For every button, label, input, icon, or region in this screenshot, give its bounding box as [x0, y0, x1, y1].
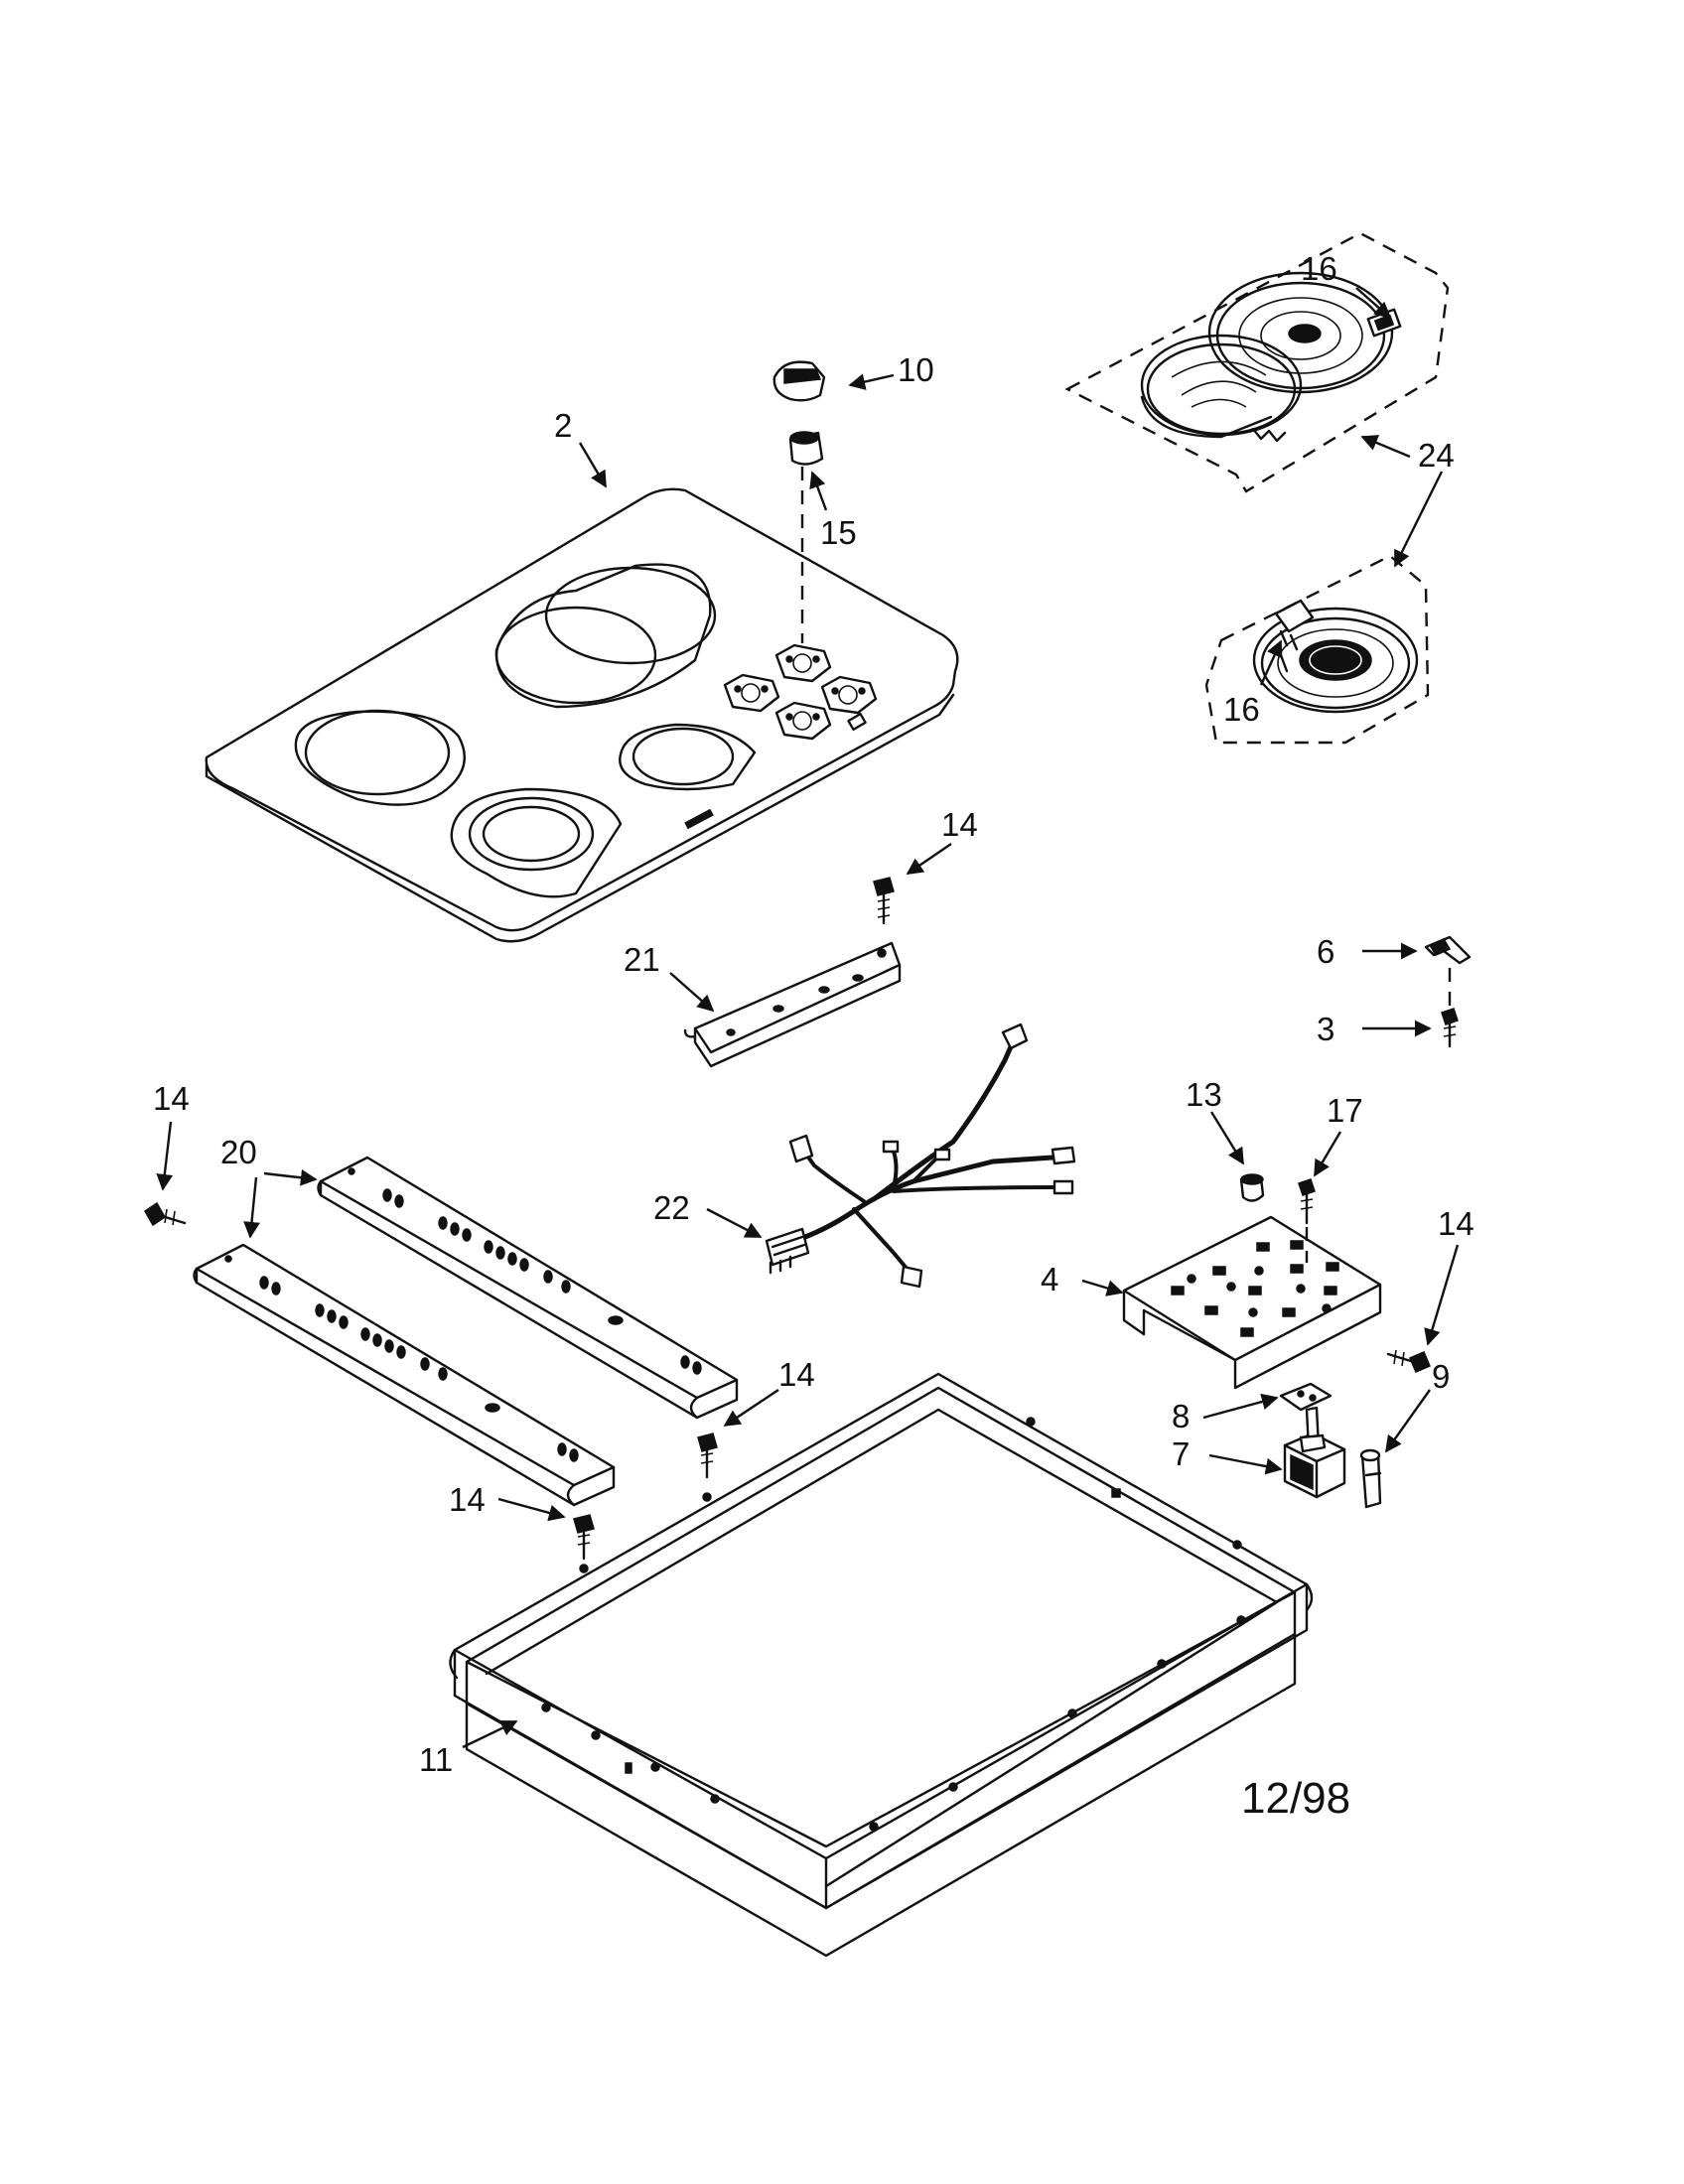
screw-14-frame-left[interactable] [573, 1514, 595, 1561]
callout-24: 24 [1418, 437, 1455, 474]
knob-hole-left [723, 673, 780, 713]
callout-22: 22 [653, 1189, 690, 1226]
leader-24-bottom [1393, 471, 1444, 568]
clip-6[interactable] [1424, 935, 1472, 965]
cooktop-glass-top[interactable] [205, 487, 959, 943]
grommet-13[interactable] [1239, 1173, 1265, 1202]
callout-8: 8 [1172, 1398, 1190, 1434]
knob-seal[interactable] [788, 431, 824, 466]
callout-15: 15 [820, 514, 857, 551]
callout-labels: 2 10 15 16 24 16 14 21 6 3 13 17 14 20 2… [153, 250, 1474, 1778]
switch-bracket-4[interactable] [1122, 1215, 1382, 1390]
callout-6: 6 [1317, 933, 1334, 970]
knob-hole-front [774, 701, 832, 741]
switch-7[interactable] [1283, 1406, 1346, 1499]
single-radiant-element [1252, 599, 1419, 714]
screw-14-frame-mid[interactable] [697, 1433, 718, 1479]
callout-3: 3 [1317, 1011, 1334, 1047]
frame-11[interactable] [449, 1372, 1314, 1958]
callout-14-left: 14 [153, 1080, 190, 1117]
badge-plate [684, 808, 714, 830]
date-code: 12/98 [1241, 1774, 1350, 1823]
callout-14-switch: 14 [1438, 1205, 1474, 1242]
single-element-box[interactable] [1204, 554, 1430, 745]
screw-14-switch[interactable] [1386, 1349, 1431, 1373]
callout-10: 10 [898, 351, 934, 388]
element-kit-box[interactable] [1064, 231, 1450, 493]
callout-16-bottom: 16 [1223, 691, 1260, 728]
callout-7: 7 [1172, 1435, 1190, 1472]
callout-2: 2 [554, 407, 572, 444]
callout-17: 17 [1327, 1092, 1363, 1129]
rail-20-front[interactable] [193, 1243, 616, 1507]
screw-3[interactable] [1441, 1008, 1459, 1048]
callout-14-frame-left: 14 [449, 1481, 486, 1518]
dual-radiant-element [1140, 271, 1402, 443]
insulator-8[interactable] [1279, 1382, 1333, 1412]
control-knob[interactable] [772, 360, 826, 402]
callout-4: 4 [1041, 1261, 1058, 1297]
callout-14-bracket: 14 [941, 806, 978, 843]
screw-17[interactable] [1298, 1178, 1316, 1225]
callout-16-top: 16 [1301, 250, 1337, 287]
leader-24-top [1360, 435, 1411, 459]
rail-20-back[interactable] [317, 1156, 739, 1420]
callout-20: 20 [220, 1134, 257, 1170]
leader-lines [156, 287, 1460, 1749]
knob-hole-back [774, 643, 832, 683]
pin-9[interactable] [1359, 1448, 1382, 1509]
knob-hole-right [820, 675, 878, 715]
wire-harness-22[interactable] [765, 1023, 1076, 1289]
callout-13: 13 [1186, 1076, 1222, 1113]
bracket-21[interactable] [683, 941, 902, 1068]
screw-14-left[interactable] [144, 1201, 187, 1227]
screw-14-bracket[interactable] [873, 877, 895, 925]
callout-9: 9 [1432, 1358, 1450, 1395]
indicator-light [847, 712, 867, 732]
callout-14-frame-mid: 14 [778, 1356, 815, 1393]
callout-11: 11 [419, 1741, 453, 1778]
callout-21: 21 [624, 941, 660, 978]
